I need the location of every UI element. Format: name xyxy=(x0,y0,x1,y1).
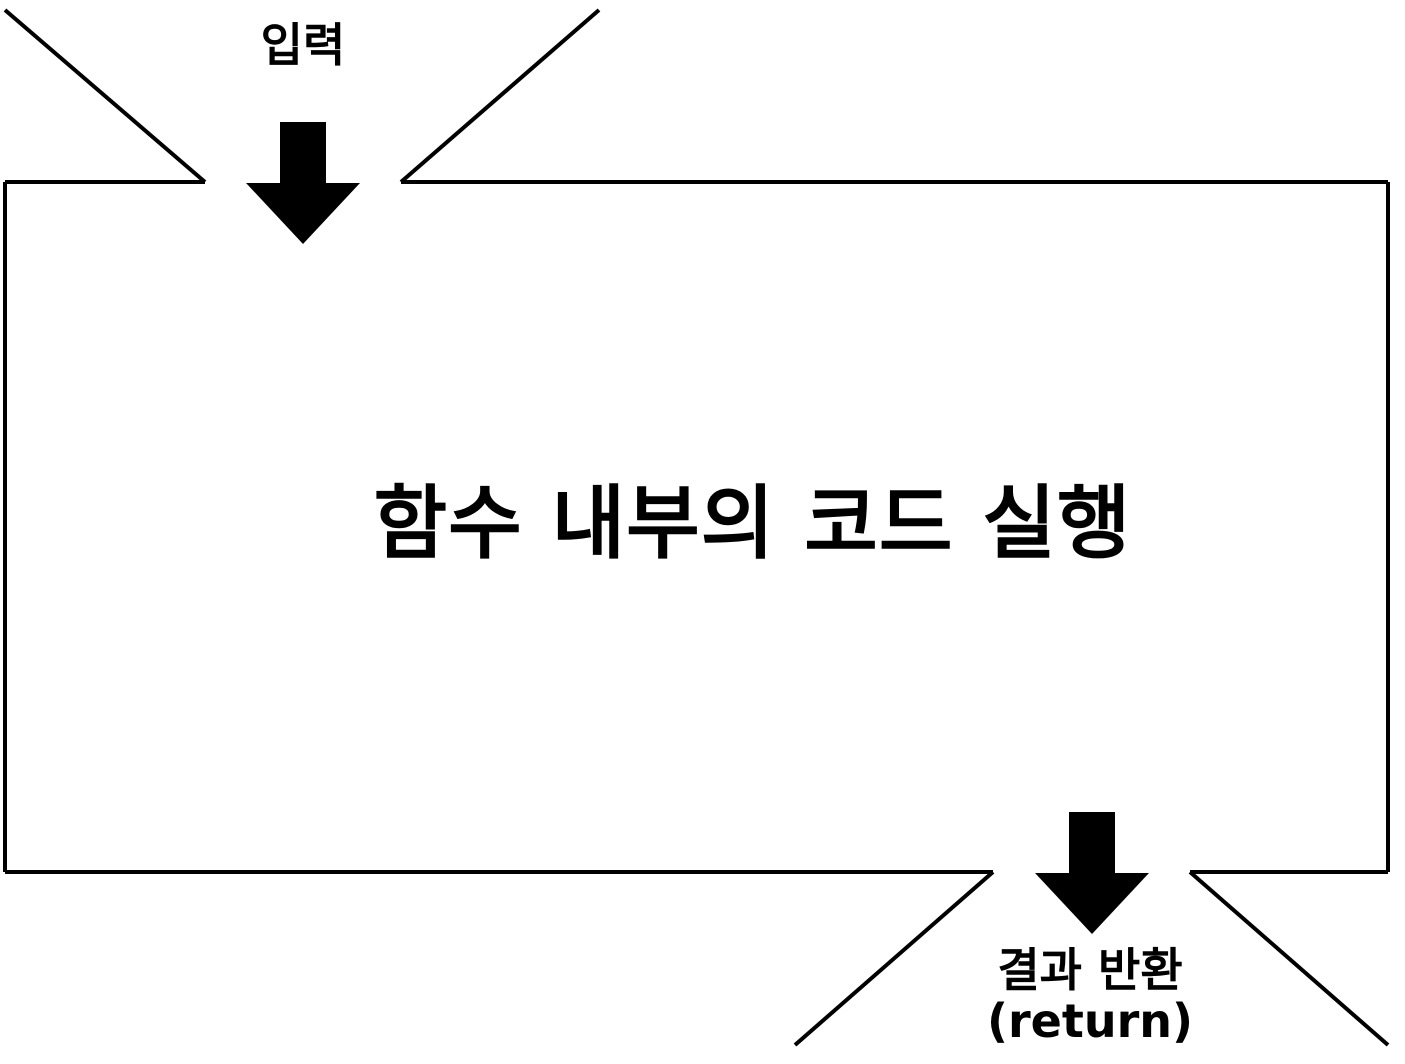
input-funnel-right-line xyxy=(399,8,601,184)
output-funnel-left-line xyxy=(793,870,995,1047)
input-label: 입력 xyxy=(260,18,346,72)
output-arrow-icon xyxy=(1035,812,1149,934)
output-label-line1: 결과 반환 xyxy=(997,943,1183,997)
output-funnel-right-line xyxy=(1188,870,1390,1047)
output-label: 결과 반환 (return) xyxy=(940,945,1240,1046)
input-arrow-icon xyxy=(246,122,360,244)
output-label-line2: (return) xyxy=(986,993,1194,1048)
center-text: 함수 내부의 코드 실행 xyxy=(373,477,1132,570)
input-funnel-left-line xyxy=(3,8,207,184)
